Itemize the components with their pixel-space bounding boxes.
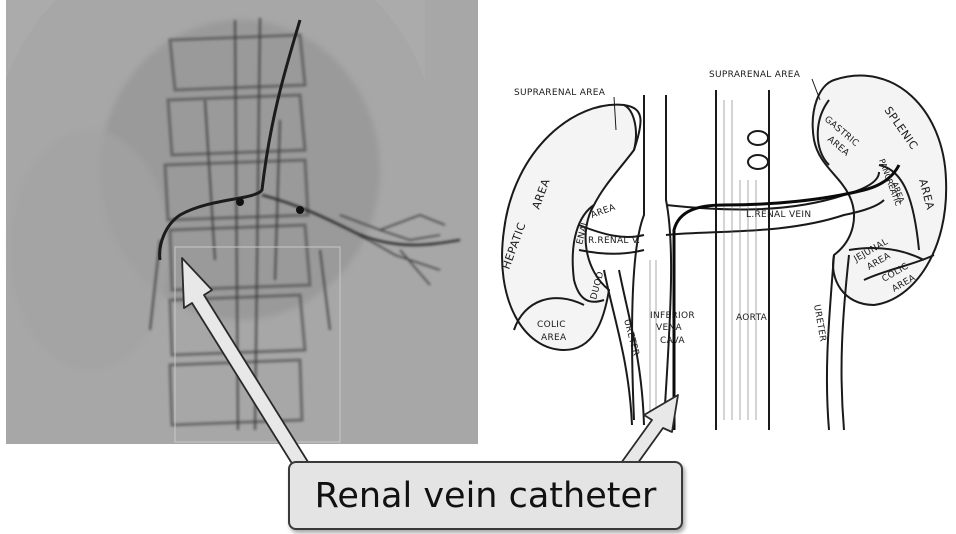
colic-area-left-label: COLIC xyxy=(537,320,566,330)
suprarenal-area-label-left: SUPRARENAL AREA xyxy=(514,88,606,98)
renal-vein-catheter-callout: Renal vein catheter xyxy=(288,461,683,530)
ivc-label-2: VENA xyxy=(656,323,682,333)
fluoroscopy-image xyxy=(0,0,484,444)
callout-label: Renal vein catheter xyxy=(315,476,657,516)
aorta-label: AORTA xyxy=(736,313,768,323)
kidney-anatomy-illustration: SUPRARENAL AREA SUPRARENAL AREA HEPATIC … xyxy=(484,0,956,444)
ivc-label-3: CAVA xyxy=(660,336,685,346)
left-renal-vein-label: L.RENAL VEIN xyxy=(746,210,811,220)
suprarenal-area-label-right: SUPRARENAL AREA xyxy=(709,70,801,80)
colic-area-left-label-2: AREA xyxy=(541,333,567,343)
right-renal-vein-label: R.RENAL V. xyxy=(588,236,640,246)
ivc-label-1: INFERIOR xyxy=(650,311,695,321)
